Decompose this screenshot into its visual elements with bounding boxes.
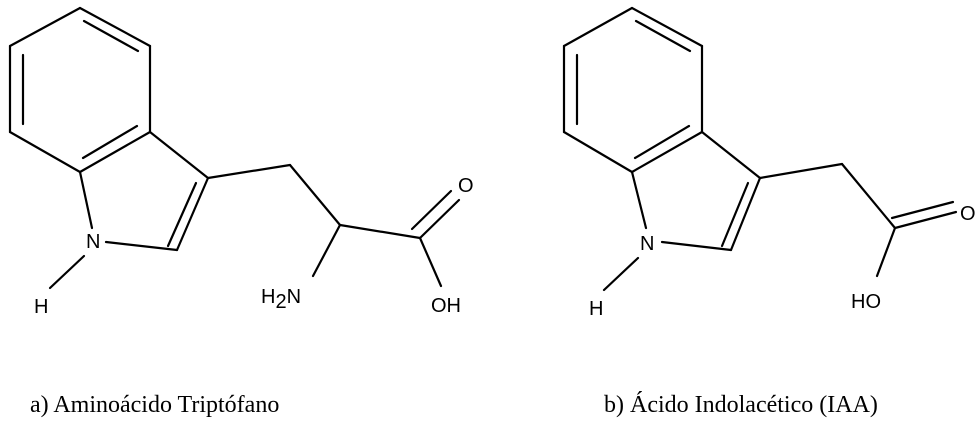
iaa-caption: b) Ácido Indolacético (IAA) — [604, 392, 878, 418]
oxygen-label: O — [458, 175, 474, 197]
nitrogen-label: N — [86, 231, 100, 253]
hydrogen-label: H — [589, 298, 603, 320]
iaa-bonds — [562, 6, 958, 292]
tryptophan-structure: N H O OH H2N a) Aminoácido Triptófano — [8, 6, 474, 418]
hydroxyl-label: HO — [851, 291, 881, 313]
nitrogen-label: N — [640, 233, 654, 255]
hydroxyl-label: OH — [431, 295, 461, 317]
tryptophan-caption: a) Aminoácido Triptófano — [30, 392, 279, 418]
oxygen-label: O — [960, 203, 976, 225]
iaa-atom-labels: N H O HO — [589, 203, 976, 320]
amine-label: H2N — [261, 286, 301, 313]
tryptophan-bonds — [8, 6, 461, 290]
iaa-structure: N H O HO b) Ácido Indolacético (IAA) — [562, 6, 976, 418]
tryptophan-atom-labels: N H O OH H2N — [34, 175, 474, 318]
hydrogen-label: H — [34, 296, 48, 318]
amine-n-label: N — [287, 286, 301, 308]
amine-h-label: H — [261, 286, 275, 308]
amine-subscript: 2 — [275, 291, 286, 313]
